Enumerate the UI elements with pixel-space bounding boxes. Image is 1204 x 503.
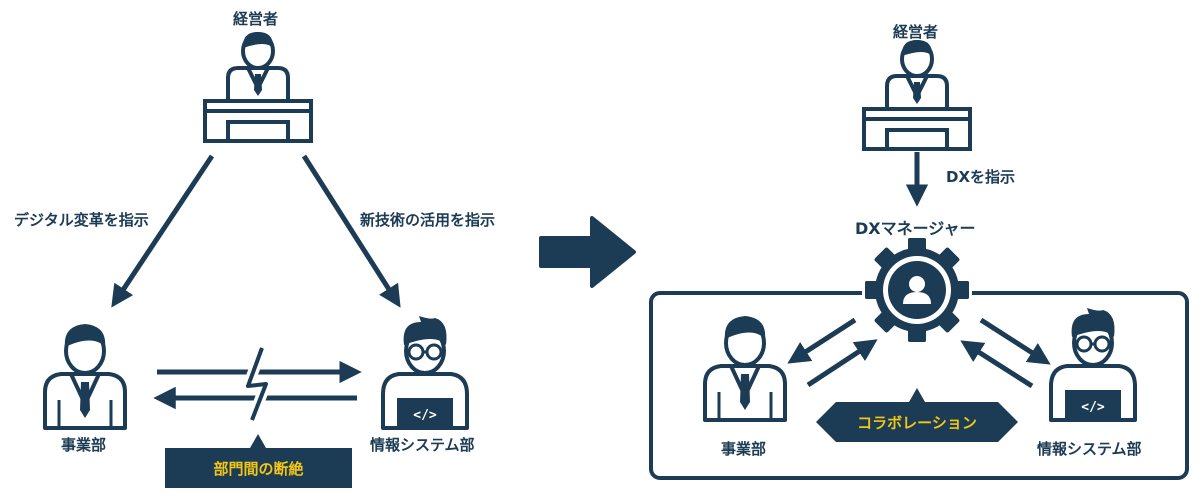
dx-manager-label: DXマネージャー bbox=[855, 219, 976, 238]
transition-arrow bbox=[539, 216, 636, 288]
svg-text:</>: </> bbox=[1081, 400, 1105, 415]
arrow-business-to-manager bbox=[806, 339, 878, 388]
business-person-icon-left bbox=[43, 324, 127, 430]
arrow-manager-to-business bbox=[787, 317, 857, 364]
executive-label-right: 経営者 bbox=[893, 23, 939, 41]
arrow-manager-to-it bbox=[979, 317, 1051, 365]
svg-text:</>: </> bbox=[413, 408, 437, 423]
executive-icon-right bbox=[862, 40, 972, 151]
arrow-it-to-manager bbox=[960, 340, 1034, 389]
business-person-icon-right bbox=[703, 316, 787, 422]
business-label-left: 事業部 bbox=[61, 436, 107, 454]
instruction-right-label: 新技術の活用を指示 bbox=[360, 211, 496, 229]
disconnect-badge-pointer bbox=[250, 434, 266, 448]
disconnect-badge bbox=[165, 448, 352, 488]
instruction-left-label: デジタル変革を指示 bbox=[14, 211, 149, 229]
collab-badge bbox=[816, 402, 1018, 442]
it-label-left: 情報システム部 bbox=[370, 436, 475, 454]
dx-instruction-label: DXを指示 bbox=[946, 168, 1016, 186]
dx-manager-gear-icon bbox=[862, 235, 972, 345]
disconnect-badge-label: 部門間の断絶 bbox=[213, 460, 304, 478]
arrow-exec-to-business-left bbox=[111, 154, 215, 308]
business-label-right: 事業部 bbox=[721, 440, 767, 458]
executive-label-left: 経営者 bbox=[233, 10, 279, 28]
it-person-icon-left: </> bbox=[381, 316, 469, 430]
collab-badge-pointer bbox=[909, 388, 925, 402]
executive-icon-left bbox=[203, 32, 313, 143]
collab-badge-label: コラボレーション bbox=[857, 414, 977, 432]
it-label-right: 情報システム部 bbox=[1037, 440, 1142, 458]
it-person-icon-right: </> bbox=[1049, 308, 1137, 422]
arrow-exec-to-it-left bbox=[301, 154, 401, 308]
